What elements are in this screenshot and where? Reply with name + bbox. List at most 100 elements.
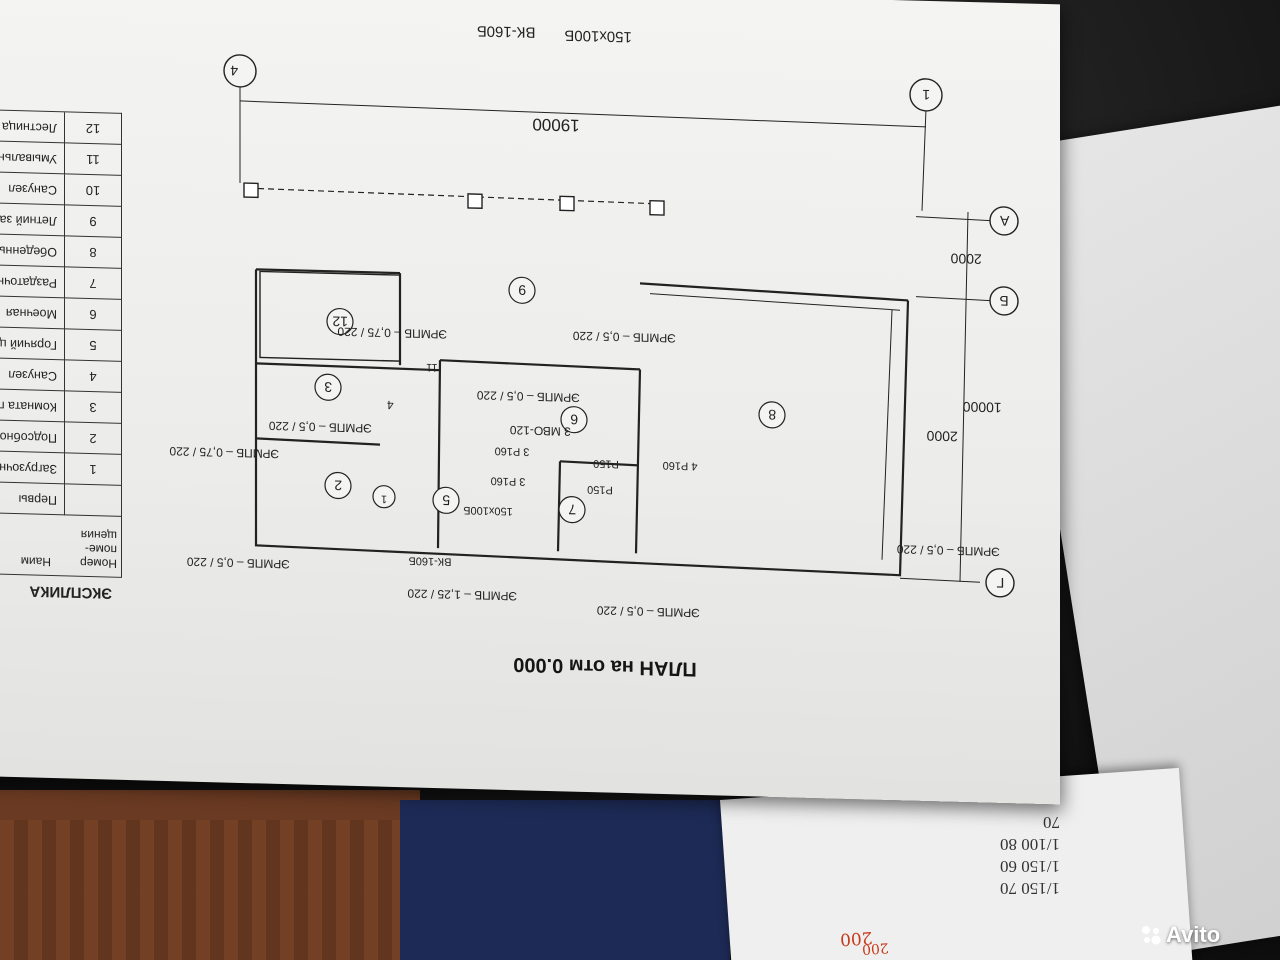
scale-row: 1/100 80 [1000, 835, 1060, 854]
legend-name: Обеденный [0, 243, 57, 260]
room-number: 6 [570, 412, 578, 428]
legend-num: 1 [64, 453, 121, 486]
grille-label: Р150 [593, 457, 619, 470]
legend-row: 10 Санузел [0, 170, 122, 207]
scale-row: 70 [1043, 813, 1060, 832]
heater-label-right: ЭРМПБ – 0,5 / 220 [896, 542, 999, 559]
blue-cloth [400, 800, 730, 960]
dim-line-right [959, 211, 969, 582]
legend-name: Загрузочная [0, 460, 57, 477]
heater-label-3: ЭРМПБ – 0,5 / 220 [268, 419, 371, 436]
room-legend-table: ЭКСПЛИКА Номер поме- щения Наим Первы 1 … [0, 79, 122, 603]
axis-bubble-4 [223, 54, 257, 88]
dim-bay-top: 2000 [950, 251, 981, 268]
axis-label-b: Б [999, 293, 1008, 309]
window-strip [881, 309, 893, 560]
legend-row: 5 Горячий цех [0, 325, 122, 362]
orange-rug [0, 790, 420, 960]
heater-label-12: ЭРМПБ – 0,75 / 220 [337, 324, 447, 341]
dim-overall-width: 19000 [532, 115, 579, 135]
legend-header-name: Наим [20, 554, 51, 569]
wall-segment [634, 369, 642, 554]
legend-num: 9 [64, 205, 121, 238]
avito-logo-icon [1142, 926, 1161, 945]
heater-label-side: ЭРМПБ – 0,75 / 220 [169, 444, 279, 461]
legend-name: Горячий цех [0, 336, 57, 353]
legend-row: 8 Обеденный [0, 232, 122, 269]
legend-name: Моечная [5, 305, 57, 322]
column [559, 195, 575, 212]
legend-name: Первы [18, 492, 57, 508]
legend-row: 7 Раздаточна [0, 263, 122, 300]
heater-label-bottom-mid: ЭРМПБ – 1,25 / 220 [407, 586, 517, 603]
heater-label-bottom-left: ЭРМПБ – 0,5 / 220 [186, 555, 289, 572]
wall-segment [436, 360, 442, 549]
legend-num: 5 [64, 329, 121, 362]
axis-line-1 [921, 108, 927, 211]
outer-wall [254, 269, 910, 577]
axis-bubble-g [985, 568, 1015, 598]
legend-num: 10 [64, 174, 121, 207]
room-bubble-9 [508, 276, 536, 304]
heater-label-9: ЭРМПБ – 0,5 / 220 [572, 329, 675, 346]
legend-header: Номер поме- щения Наим [0, 511, 122, 578]
wall-segment [255, 437, 381, 446]
stair-room-outline [259, 270, 401, 362]
axis-bubble-1 [909, 78, 943, 112]
legend-num: 8 [64, 236, 121, 269]
wall-segment [256, 268, 400, 275]
scale-row: 1/150 60 [1000, 857, 1060, 876]
vent-label-top: 150x100Б [564, 26, 632, 45]
axis-bubble-b [989, 286, 1019, 316]
legend-num: 4 [64, 360, 121, 393]
heater-label-6: ЭРМПБ – 0,5 / 220 [476, 388, 579, 405]
legend-row: 9 Летний зал [0, 201, 122, 238]
vent-label-5: 150x100Б [463, 504, 512, 517]
terrace-edge [247, 187, 661, 205]
grille-label: 4 Р160 [663, 459, 698, 472]
legend-row: 1 Загрузочная [0, 449, 122, 486]
legend-num: 12 [64, 112, 121, 145]
column [649, 199, 665, 216]
legend-num: 6 [64, 298, 121, 331]
column [243, 182, 259, 199]
axis-label-4: 4 [230, 63, 238, 79]
axis-line-g [899, 577, 981, 583]
axis-label-a: А [999, 213, 1009, 229]
scale-table: 1/150 70 1/150 60 1/100 80 70 [860, 810, 1060, 898]
legend-num [64, 484, 121, 517]
legend-num: 3 [64, 391, 121, 424]
wall-segment [439, 359, 641, 371]
room-number: 12 [332, 313, 348, 329]
room-bubble-1 [372, 485, 396, 509]
vent-label-bottom: ВК-160Б [409, 554, 452, 567]
legend-num: 11 [64, 143, 121, 176]
legend-name: Комната перс [0, 398, 57, 415]
room-number: 1 [381, 493, 387, 505]
column [467, 193, 483, 209]
scale-row: 1/150 70 [1000, 879, 1060, 898]
legend-row: 4 Санузел [0, 356, 122, 393]
axis-label-1: 1 [922, 87, 930, 103]
legend-row: 12 Лестница [0, 108, 122, 145]
legend-row: 11 Умывальн [0, 139, 122, 176]
wall-segment [255, 362, 441, 372]
dim-bay-bottom: 2000 [926, 428, 957, 445]
legend-row: 3 Комната перс [0, 387, 122, 424]
floor-plan-drawing: 4 1 А Б Г 19000 2000 2000 10000 1 2 3 4 … [169, 22, 1019, 603]
legend-header-num: Номер поме- щения [80, 527, 117, 571]
legend-title: ЭКСПЛИКА [29, 582, 112, 602]
vent-label-top-2: ВК-160Б [477, 22, 536, 41]
legend-name: Раздаточна [0, 274, 57, 291]
room-bubble-7 [558, 496, 586, 524]
dim-overall-depth: 10000 [963, 399, 1002, 416]
legend-row: 6 Моечная [0, 294, 122, 331]
room-number: 7 [568, 502, 576, 518]
legend-name: Подсобное пом [0, 429, 57, 446]
room-bubble-8 [758, 401, 786, 429]
room-bubble-6 [560, 406, 588, 434]
axis-label-g: Г [996, 575, 1004, 591]
legend-name: Санузел [8, 181, 57, 198]
room-bubble-3 [314, 373, 342, 401]
axis-bubble-a [989, 206, 1019, 236]
